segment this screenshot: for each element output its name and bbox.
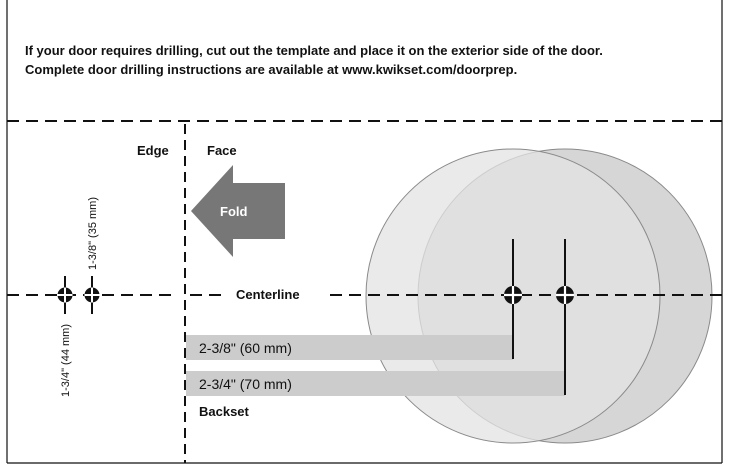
crosshair-60mm-bore-icon bbox=[504, 286, 522, 304]
backset-60mm-label: 2-3/8" (60 mm) bbox=[199, 340, 292, 356]
instruction-line-2: Complete door drilling instructions are … bbox=[25, 62, 517, 77]
face-label: Face bbox=[207, 143, 237, 158]
fold-label: Fold bbox=[220, 204, 247, 219]
backset-bar-60mm bbox=[186, 335, 513, 360]
edge-label: Edge bbox=[137, 143, 169, 158]
door-thickness-44mm-label: 1-3/4" (44 mm) bbox=[60, 324, 72, 397]
backset-70mm-label: 2-3/4" (70 mm) bbox=[199, 376, 292, 392]
centerline-label: Centerline bbox=[236, 287, 300, 302]
instruction-line-1: If your door requires drilling, cut out … bbox=[25, 43, 603, 58]
crosshair-70mm-bore-icon bbox=[556, 286, 574, 304]
fold-arrow-icon: Fold bbox=[191, 165, 285, 257]
door-thickness-35mm-label: 1-3/8" (35 mm) bbox=[87, 197, 99, 270]
template-frame bbox=[6, 0, 723, 464]
crosshair-44mm-icon bbox=[57, 276, 73, 314]
backset-bar-70mm bbox=[186, 371, 565, 396]
crosshair-35mm-icon bbox=[84, 276, 100, 314]
backset-label: Backset bbox=[199, 404, 250, 419]
